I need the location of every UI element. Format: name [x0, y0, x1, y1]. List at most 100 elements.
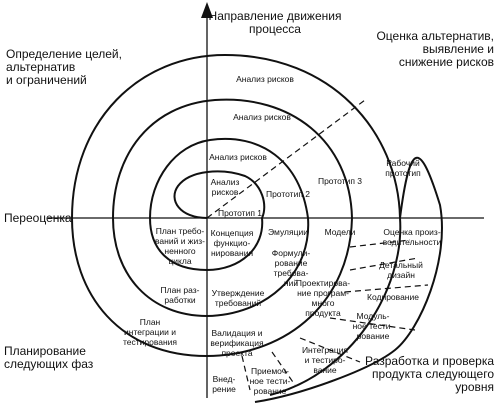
prototypes-p1-line: Прототип 1 — [218, 208, 262, 218]
right-labels-formulation-line: Формули- — [272, 248, 311, 258]
prototypes-working-line: Рабочий — [386, 158, 420, 168]
center-labels-concept-line: функцио- — [214, 238, 251, 248]
right-labels-deployment-line: рение — [212, 384, 236, 394]
right-labels-coding-line: Кодирование — [367, 292, 419, 302]
right-labels-emulations-line: Эмуляции — [268, 227, 308, 237]
right-labels-formulation-line: рование — [275, 258, 308, 268]
prototypes-working-line: прототип — [385, 168, 421, 178]
quadrants-top-left-line: Определение целей, — [6, 47, 122, 61]
right-labels-formulation-line: требова- — [274, 268, 309, 278]
prototypes-p2-line: Прототип 2 — [266, 189, 310, 199]
right-labels-perf-line: водительности — [383, 237, 442, 247]
right-labels-acceptance-label: Приемоч-ное тести-рование — [250, 366, 291, 396]
spiral-turn-1 — [173, 170, 266, 219]
right-labels-integration-line: и тестиро- — [305, 355, 346, 365]
quadrants-bottom-left-line: Планирование — [4, 344, 86, 358]
arrow-up-icon — [201, 2, 213, 18]
right-labels-acceptance-line: рование — [254, 386, 287, 396]
left-labels-req-plan-line: цикла — [168, 256, 191, 266]
center-labels-validation-line: верификация — [210, 338, 264, 348]
quadrants-bottom-left-line: следующих фаз — [4, 357, 94, 371]
quadrants-top-right-line: выявление и — [423, 42, 494, 56]
left-labels-req-plan-line: ваний и жиз- — [155, 236, 205, 246]
prototypes-p2-label: Прототип 2 — [266, 189, 310, 199]
quadrants-bottom-right-line: уровня — [455, 380, 494, 394]
center-labels-req-approval-line: Утверждение — [212, 288, 265, 298]
right-labels-module-test-line: Модуль- — [357, 311, 390, 321]
quadrants-top-left-line: альтернатив — [6, 60, 75, 74]
left-labels-int-plan-line: интеграции и — [124, 327, 176, 337]
axes — [48, 16, 484, 398]
risk-analysis-inner-line: рисков — [212, 187, 239, 197]
right-labels-acceptance-line: Приемоч- — [251, 366, 289, 376]
risk-analysis-inner-line: Анализ — [211, 177, 240, 187]
risk-analysis-second-line: Анализ рисков — [233, 112, 291, 122]
right-labels-detailed-line: дизайн — [387, 270, 415, 280]
left-labels-dev-plan-line: План раз- — [161, 285, 200, 295]
center-labels-concept-line: нирования — [211, 248, 253, 258]
spiral-extension — [254, 156, 443, 403]
right-labels-emulations-label: Эмуляции — [268, 227, 308, 237]
right-labels-module-test-line: ное тести- — [353, 321, 394, 331]
risk-analysis-outer-line: Анализ рисков — [236, 74, 294, 84]
right-labels-deployment-label: Внед-рение — [212, 374, 236, 394]
right-labels-perf-line: Оценка произ- — [383, 227, 441, 237]
prototypes-p1-label: Прототип 1 — [218, 208, 262, 218]
right-labels-models-label: Модели — [325, 227, 356, 237]
prototypes-p3-line: Прототип 3 — [318, 176, 362, 186]
center-labels-concept-line: Концепция — [211, 228, 254, 238]
quadrants-bottom-right-line: Разработка и проверка — [365, 354, 494, 368]
left-labels-int-plan-line: План — [140, 317, 161, 327]
quadrants-left-label: Переоценка — [4, 211, 72, 225]
quadrants-top-left-line: и ограничений — [6, 73, 87, 87]
left-labels-dev-plan-line: работки — [164, 295, 195, 305]
quadrants-bottom-right-line: продукта следующего — [372, 367, 494, 381]
center-labels-validation-line: проекта — [221, 348, 252, 358]
right-labels-deployment-line: Внед- — [213, 374, 236, 384]
right-labels-module-test-line: рование — [357, 331, 390, 341]
right-labels-module-test-label: Модуль-ное тести-рование — [353, 311, 394, 341]
right-labels-design-line: много — [312, 298, 335, 308]
left-labels-dev-plan-label: План раз-работки — [161, 285, 200, 305]
quadrants-top-right-line: Оценка альтернатив, — [376, 29, 494, 43]
right-labels-design-line: Проектирова- — [296, 278, 350, 288]
quadrants-top-center-line: процесса — [249, 22, 301, 36]
left-labels-int-plan-line: тестирования — [123, 337, 177, 347]
prototypes-p3-label: Прототип 3 — [318, 176, 362, 186]
risk-analysis-third-line: Анализ рисков — [209, 152, 267, 162]
center-labels-validation-line: Валидация и — [211, 328, 262, 338]
right-labels-design-line: продукта — [305, 308, 341, 318]
left-labels-req-plan-line: ненного — [164, 246, 195, 256]
spiral-turn-2 — [148, 137, 309, 272]
right-labels-integration-line: вание — [313, 365, 337, 375]
quadrants-top-right-line: снижение рисков — [399, 55, 494, 69]
risk-analysis-third-label: Анализ рисков — [209, 152, 267, 162]
spiral-turn-4 — [70, 53, 401, 358]
dashed-diagonal — [206, 99, 366, 219]
dashed-lines — [206, 99, 429, 391]
right-labels-models-line: Модели — [325, 227, 356, 237]
right-labels-acceptance-line: ное тести- — [250, 376, 291, 386]
left-labels-req-plan-line: План требо- — [156, 226, 205, 236]
right-labels-formulation-line: ний — [284, 278, 298, 288]
right-labels-coding-label: Кодирование — [367, 292, 419, 302]
risk-analysis-second-label: Анализ рисков — [233, 112, 291, 122]
right-labels-perf-label: Оценка произ-водительности — [383, 227, 442, 247]
center-labels-req-approval-line: требований — [215, 298, 261, 308]
